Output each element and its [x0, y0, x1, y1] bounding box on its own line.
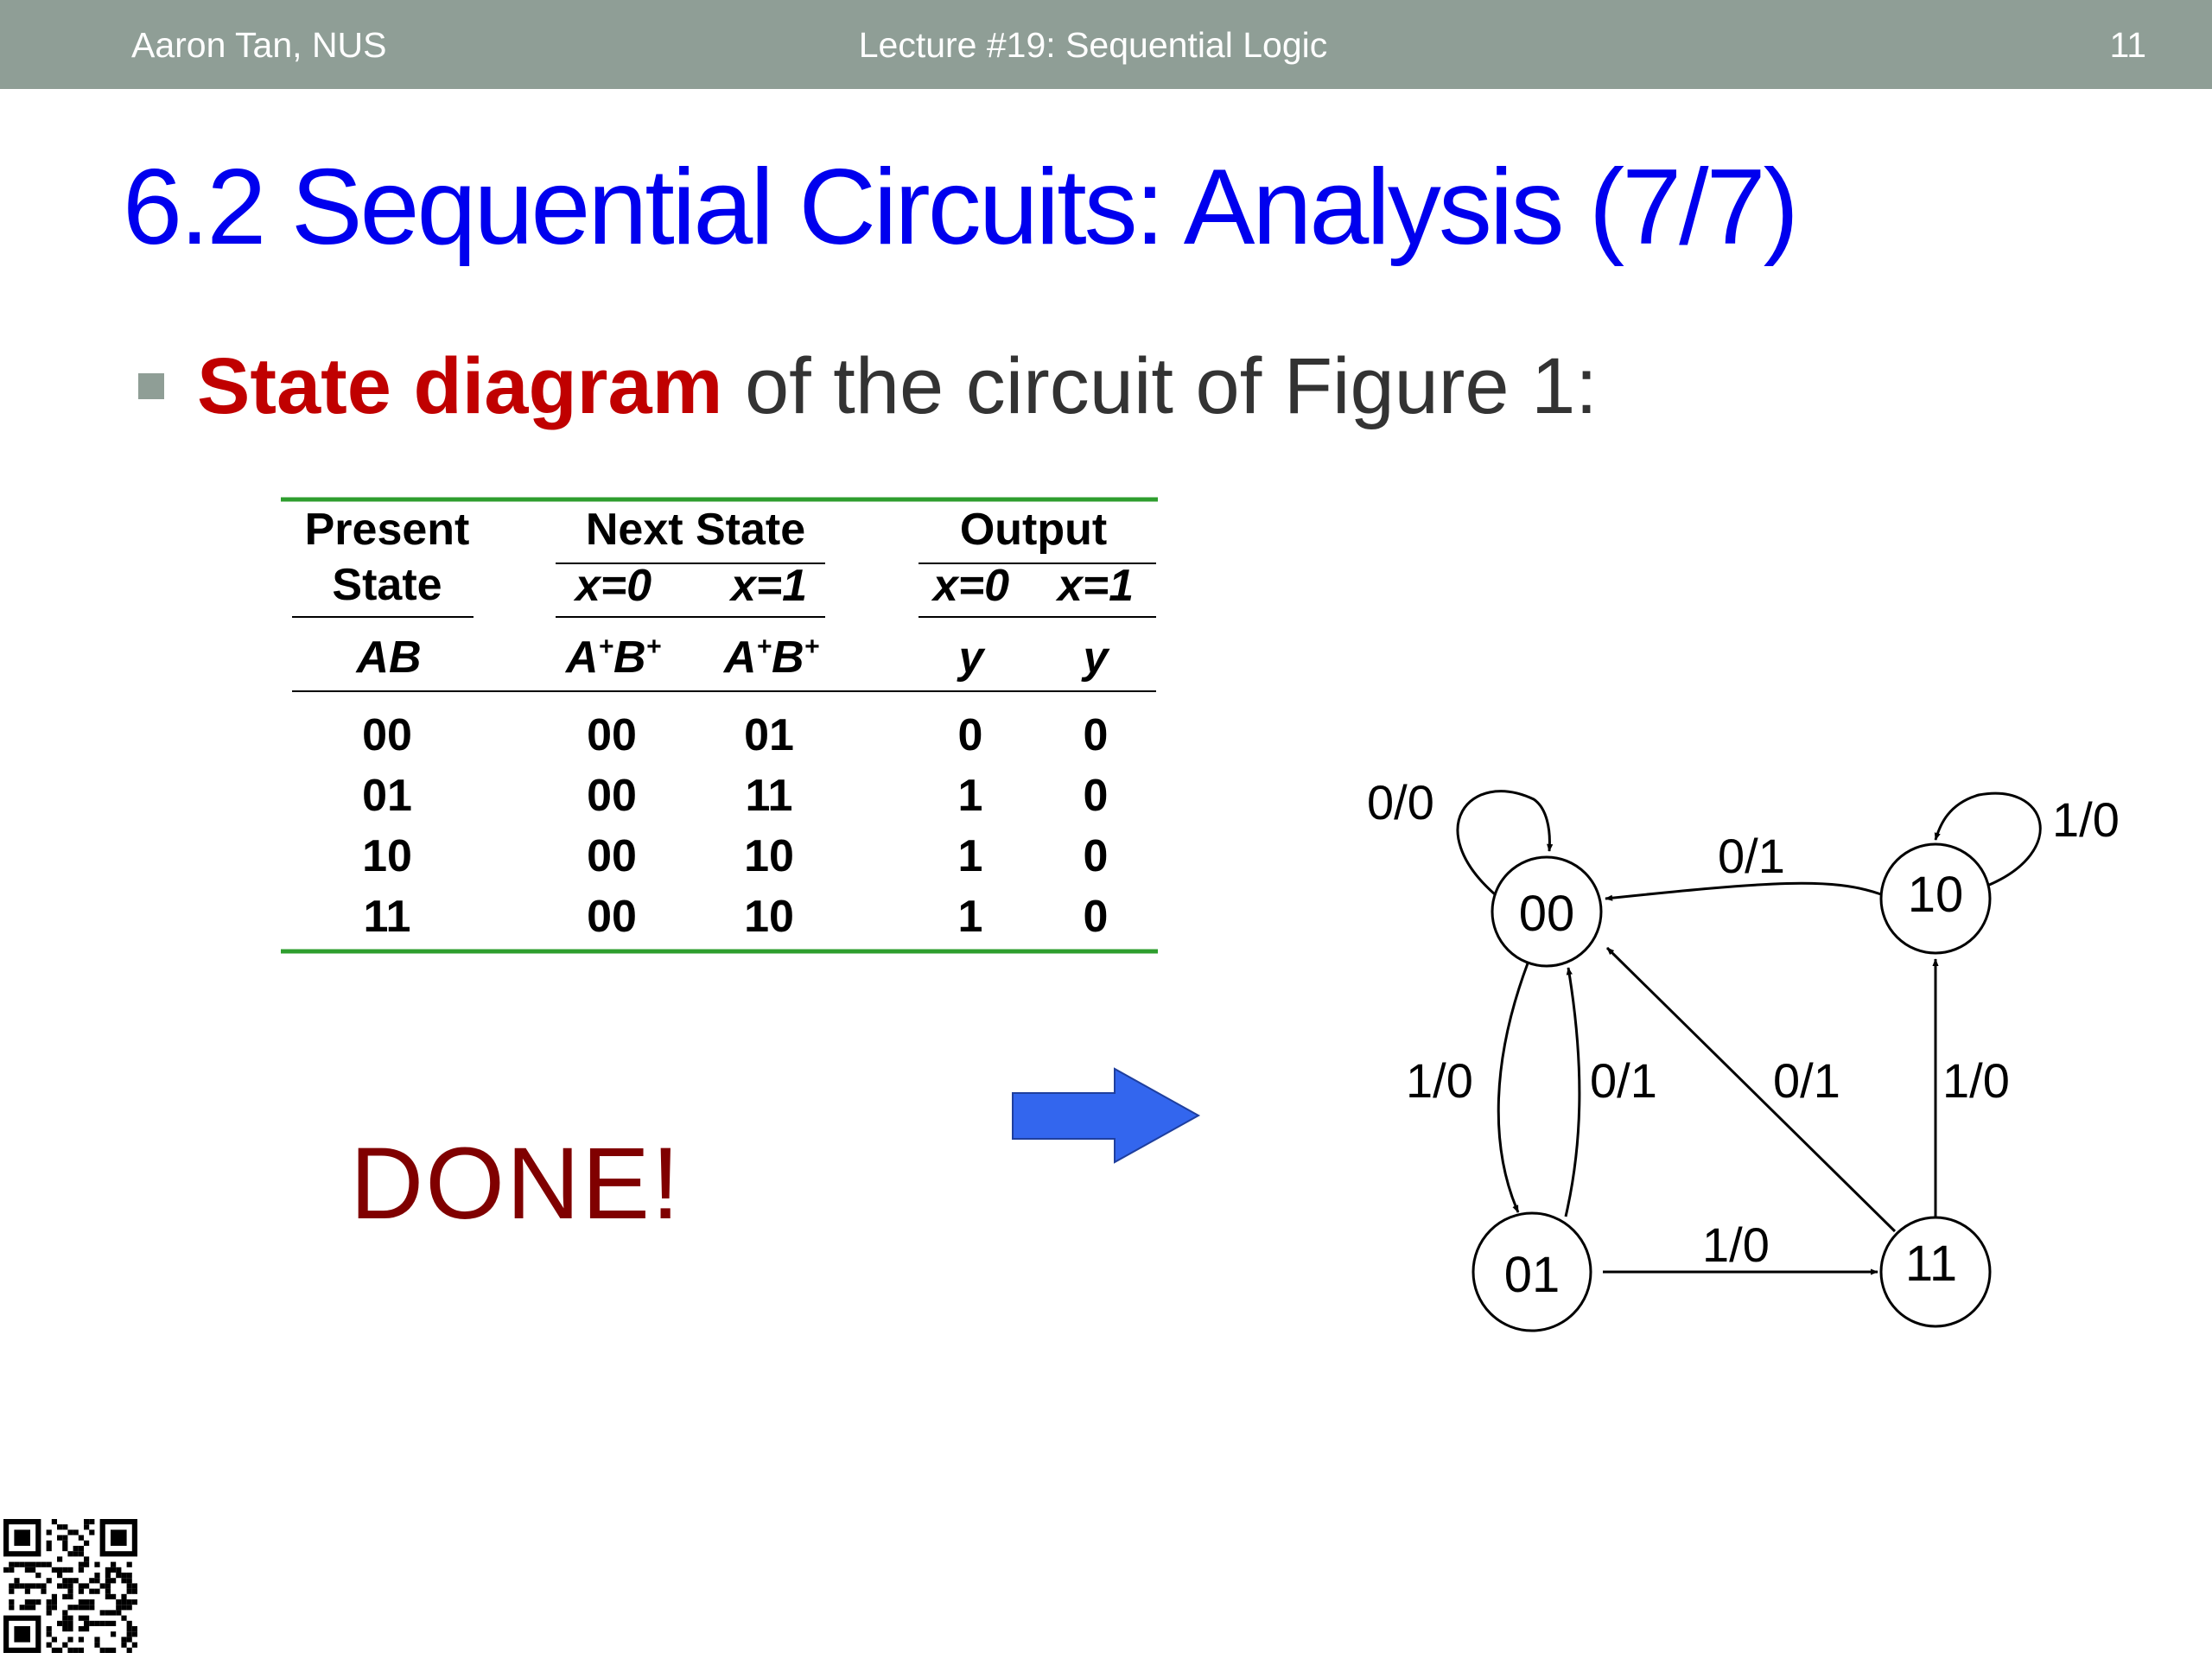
table-cell: 10	[744, 831, 794, 881]
table-cell: 00	[587, 892, 637, 942]
bullet-square-icon	[138, 373, 164, 399]
state-node-00	[1491, 855, 1603, 968]
table-cell: 0	[958, 710, 983, 760]
table-cell: 0	[1084, 771, 1109, 821]
bullet-text: State diagram of the circuit of Figure 1…	[197, 339, 1598, 434]
page-number: 11	[2109, 25, 2146, 65]
transition-label: 1/0	[2052, 792, 2120, 847]
bullet-rest: of the circuit of Figure 1:	[722, 342, 1598, 430]
th-y-x1: y	[1081, 632, 1111, 683]
table-cell: 01	[744, 710, 794, 760]
table-cell: 00	[587, 771, 637, 821]
transition-label: 1/0	[1702, 1217, 1770, 1272]
table-cell: 00	[587, 831, 637, 881]
table-cell: 11	[746, 771, 793, 821]
table-cell: 0	[1084, 831, 1109, 881]
table-cell: 11	[364, 892, 411, 942]
th-state: State	[332, 560, 442, 610]
transition-10-10	[1934, 791, 2042, 887]
transition-label: 0/0	[1367, 775, 1434, 830]
th-out-x0: x=0	[931, 561, 1009, 611]
table-cell: 1	[958, 831, 983, 881]
table-cell: 1	[958, 771, 983, 821]
th-next-x1: x=1	[728, 561, 807, 611]
bullet-highlight: State diagram	[197, 342, 723, 430]
table-cell: 00	[587, 710, 637, 760]
lecture-title: Lecture #19: Sequential Logic	[858, 25, 1328, 65]
transition-label: 0/1	[1773, 1053, 1840, 1108]
transition-label: 0/1	[1590, 1053, 1657, 1108]
table-cell: 00	[362, 710, 412, 760]
table-cell: 1	[958, 892, 983, 942]
table-cell: 0	[1084, 892, 1109, 942]
state-label-01: 01	[1504, 1247, 1560, 1303]
transition-label: 0/1	[1718, 829, 1785, 883]
state-label-00: 00	[1519, 886, 1575, 942]
slide-title: 6.2 Sequential Circuits: Analysis (7/7)	[123, 148, 1799, 267]
qr-code-icon	[3, 1519, 137, 1653]
state-label-10: 10	[1908, 867, 1964, 923]
transition-01-00	[1564, 967, 1581, 1217]
state-label-11: 11	[1905, 1236, 1957, 1292]
th-y-x0: y	[957, 632, 987, 683]
transition-00-00	[1456, 790, 1554, 896]
transition-label: 1/0	[1406, 1053, 1473, 1108]
th-next-state: Next State	[586, 505, 805, 555]
state-node-11	[1879, 1216, 1992, 1328]
table-cell: 0	[1084, 710, 1109, 760]
state-table: Present State Next State Output x=0 x=1 …	[281, 497, 1158, 954]
th-aplusbplus-x0: A+B+	[564, 632, 661, 683]
transition-00-01	[1497, 963, 1529, 1213]
blue-arrow-icon	[1012, 1067, 1201, 1164]
done-text: DONE!	[350, 1127, 682, 1241]
table-cell: 10	[744, 892, 794, 942]
state-node-01	[1471, 1211, 1592, 1332]
author-label: Aaron Tan, NUS	[131, 25, 387, 65]
table-cell: 10	[362, 831, 412, 881]
slide-header: Aaron Tan, NUS Lecture #19: Sequential L…	[0, 0, 2212, 89]
th-ab: AB	[354, 632, 421, 683]
th-output: Output	[960, 505, 1107, 555]
state-node-10	[1879, 842, 1992, 955]
th-present: Present	[305, 505, 470, 555]
transition-label: 1/0	[1942, 1053, 2010, 1108]
th-aplusbplus-x1: A+B+	[722, 632, 819, 683]
th-out-x1: x=1	[1055, 561, 1134, 611]
transition-10-00	[1605, 881, 1882, 901]
th-next-x0: x=0	[573, 561, 652, 611]
table-cell: 01	[362, 771, 412, 821]
transition-11-00	[1605, 946, 1897, 1233]
state-diagram	[1456, 790, 2042, 1332]
